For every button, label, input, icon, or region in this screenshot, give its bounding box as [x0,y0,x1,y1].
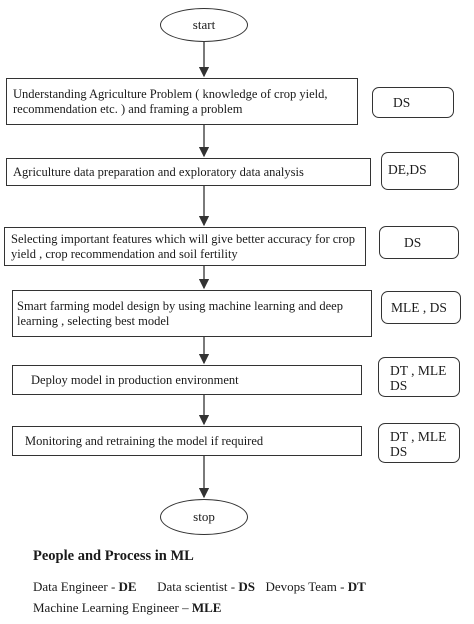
legend-ds-abbr: DS [238,579,255,594]
step-2-text: Agriculture data preparation and explora… [13,164,304,179]
step-2-box: Agriculture data preparation and explora… [6,158,371,186]
legend-dt-label: Devops Team - [265,579,345,594]
step-3-role: DS [404,235,422,250]
step-5-role: DT , MLE DS [390,363,447,393]
stop-terminal: stop [160,499,248,535]
step-6-text: Monitoring and retraining the model if r… [25,433,264,448]
step-1-text: Understanding Agriculture Problem ( know… [13,86,328,116]
legend-mle-label: Machine Learning Engineer – [33,600,189,615]
step-3-box: Selecting important features which will … [4,227,366,266]
step-4-role-box: MLE , DS [381,291,461,324]
legend-title: People and Process in ML [33,548,194,564]
step-6-role: DT , MLE DS [390,429,447,459]
step-2-role: DE,DS [388,162,427,177]
legend-line-2: Machine Learning Engineer – MLE [33,600,221,616]
step-4-role: MLE , DS [391,300,447,315]
start-label: start [192,17,216,32]
step-5-role-box: DT , MLE DS [378,357,460,397]
legend-mle-abbr: MLE [191,600,222,615]
step-3-text: Selecting important features which will … [11,231,355,261]
step-2-role-box: DE,DS [381,152,459,190]
legend-dt-abbr: DT [347,579,366,594]
step-1-box: Understanding Agriculture Problem ( know… [6,78,358,125]
stop-label: stop [193,509,215,524]
step-6-role-box: DT , MLE DS [378,423,460,463]
step-1-role: DS [393,95,411,110]
legend-ds-label: Data scientist - [157,579,236,594]
step-4-text: Smart farming model design by using mach… [17,298,343,328]
step-5-text: Deploy model in production environment [31,372,239,387]
start-terminal: start [160,8,248,42]
step-4-box: Smart farming model design by using mach… [12,290,372,337]
step-6-box: Monitoring and retraining the model if r… [12,426,362,456]
legend-line-1: Data Engineer - DE Data scientist - DS D… [33,579,366,595]
legend-de-abbr: DE [118,579,137,594]
step-5-box: Deploy model in production environment [12,365,362,395]
step-1-role-box: DS [372,87,454,118]
step-3-role-box: DS [379,226,459,259]
legend-de-label: Data Engineer - [33,579,116,594]
